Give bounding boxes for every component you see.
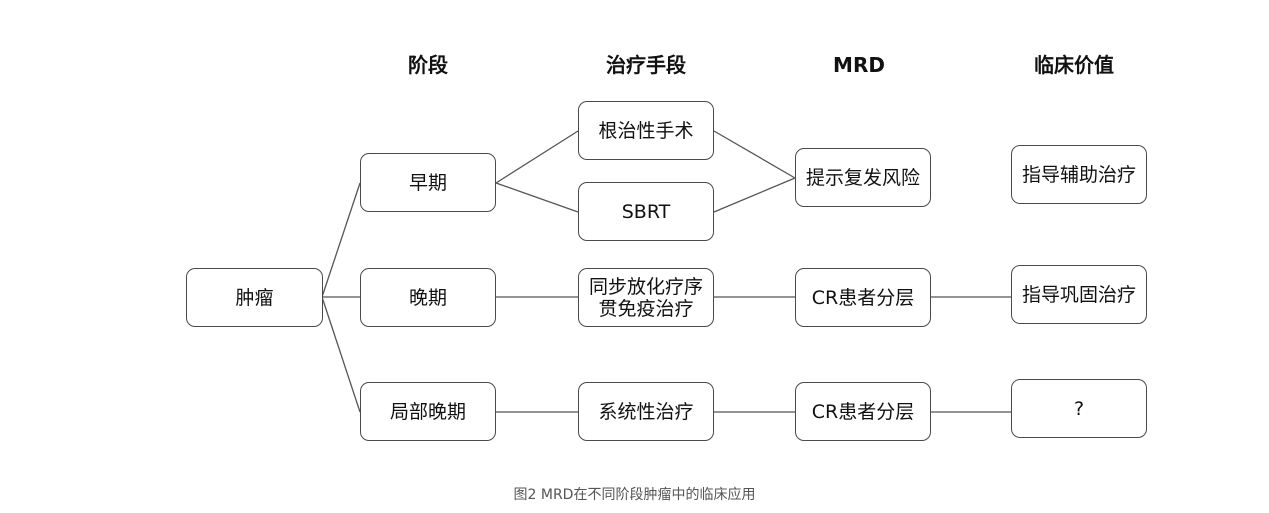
node-locally-advanced: 局部晚期 (360, 382, 496, 441)
node-radical-surgery-label: 根治性手术 (598, 119, 694, 142)
node-recurrence-risk-label: 提示复发风险 (805, 166, 920, 189)
node-sbrt: SBRT (578, 182, 714, 241)
node-tumor: 肿瘤 (186, 268, 323, 327)
header-treatment: 治疗手段 (606, 53, 686, 77)
link-early-sbrt (495, 182, 579, 213)
node-early-stage: 早期 (360, 153, 496, 212)
node-chemoradiation: 同步放化疗序 贯免疫治疗 (578, 268, 714, 327)
node-cr-stratification-2-label: CR患者分层 (811, 400, 915, 423)
node-cr-stratification-2: CR患者分层 (795, 382, 931, 441)
header-clinical-value: 临床价值 (1034, 53, 1114, 77)
node-unknown-value: ? (1011, 379, 1147, 438)
node-early-stage-label: 早期 (408, 171, 447, 194)
node-guide-adjuvant-label: 指导辅助治疗 (1021, 163, 1136, 186)
node-chemoradiation-line1: 同步放化疗序 (588, 275, 703, 298)
link-early-surgery (495, 130, 579, 184)
link-tumor-local (321, 296, 361, 413)
node-chemoradiation-line2: 贯免疫治疗 (598, 297, 694, 320)
node-guide-consolidation-label: 指导巩固治疗 (1021, 283, 1136, 306)
link-surgery-risk (713, 130, 796, 179)
header-mrd: MRD (833, 53, 885, 77)
link-tumor-early (321, 182, 361, 298)
node-sbrt-label: SBRT (621, 200, 671, 223)
link-sbrt-risk (713, 177, 796, 213)
node-locally-advanced-label: 局部晚期 (389, 400, 466, 423)
node-cr-stratification-1: CR患者分层 (795, 268, 931, 327)
figure-caption: 图2 MRD在不同阶段肿瘤中的临床应用 (513, 487, 756, 503)
node-guide-adjuvant: 指导辅助治疗 (1011, 145, 1147, 204)
node-recurrence-risk: 提示复发风险 (795, 148, 931, 207)
node-systemic-therapy: 系统性治疗 (578, 382, 714, 441)
node-cr-stratification-1-label: CR患者分层 (811, 286, 915, 309)
header-stage: 阶段 (408, 53, 448, 77)
node-tumor-label: 肿瘤 (235, 286, 274, 309)
node-late-stage-label: 晚期 (408, 286, 447, 309)
node-unknown-value-label: ? (1073, 397, 1085, 420)
node-radical-surgery: 根治性手术 (578, 101, 714, 160)
node-guide-consolidation: 指导巩固治疗 (1011, 265, 1147, 324)
node-systemic-therapy-label: 系统性治疗 (598, 400, 694, 423)
node-late-stage: 晚期 (360, 268, 496, 327)
